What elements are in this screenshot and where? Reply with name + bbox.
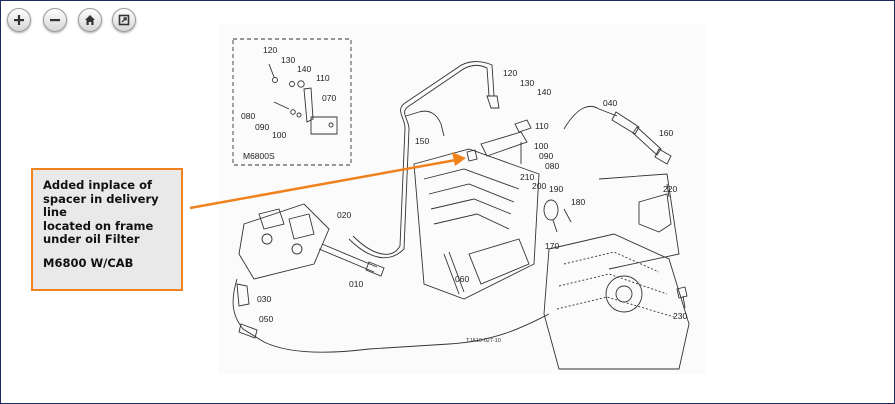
annotation-callout: Added inplace of spacer in delivery line… — [31, 168, 183, 291]
label-150: 150 — [415, 136, 429, 146]
callout-line-1: Added inplace of — [43, 178, 152, 192]
label-010: 010 — [349, 279, 363, 289]
label-100-inset: 100 — [272, 130, 286, 140]
label-120: 120 — [503, 68, 517, 78]
label-060: 060 — [455, 274, 469, 284]
drawing-code: TJA10-027-10 — [466, 338, 501, 344]
label-170: 170 — [545, 241, 559, 251]
label-110-inset: 110 — [316, 73, 330, 83]
label-080: 080 — [545, 161, 559, 171]
label-090-inset: 090 — [255, 122, 269, 132]
home-icon — [85, 15, 95, 25]
label-090: 090 — [539, 151, 553, 161]
label-080-inset: 080 — [241, 111, 255, 121]
callout-line-4: located on frame — [43, 218, 154, 233]
label-140-inset: 140 — [297, 64, 311, 74]
label-160: 160 — [659, 128, 673, 138]
inset-model-label: M6800S — [243, 151, 275, 161]
label-050: 050 — [259, 314, 273, 324]
label-110: 110 — [535, 121, 549, 131]
label-140: 140 — [537, 87, 551, 97]
label-220: 220 — [663, 184, 677, 194]
home-button[interactable] — [78, 8, 102, 32]
fit-screen-icon — [118, 14, 130, 26]
label-070: 070 — [322, 93, 336, 103]
minus-icon — [50, 19, 60, 22]
zoom-in-button[interactable] — [7, 8, 31, 32]
hydraulic-line-drawing: 120 130 140 110 070 080 090 100 M6800S 1… — [232, 38, 690, 370]
label-100: 100 — [534, 141, 548, 151]
label-210: 210 — [520, 172, 534, 182]
label-020: 020 — [337, 210, 351, 220]
fit-screen-button[interactable] — [112, 8, 136, 32]
label-200: 200 — [532, 181, 546, 191]
callout-line-2: spacer in delivery — [43, 191, 159, 206]
callout-line-3: line — [43, 205, 67, 219]
label-190: 190 — [549, 184, 563, 194]
zoom-out-button[interactable] — [43, 8, 67, 32]
label-130-inset: 130 — [281, 55, 295, 65]
callout-model: M6800 W/CAB — [43, 255, 134, 270]
label-040: 040 — [603, 98, 617, 108]
label-120-inset: 120 — [263, 45, 277, 55]
label-130: 130 — [520, 78, 534, 88]
parts-diagram[interactable]: 120 130 140 110 070 080 090 100 M6800S 1… — [219, 24, 706, 374]
plus-icon — [14, 15, 24, 25]
label-030: 030 — [257, 294, 271, 304]
label-230: 230 — [673, 311, 687, 321]
callout-line-5: under oil Filter — [43, 232, 140, 246]
label-180: 180 — [571, 197, 585, 207]
